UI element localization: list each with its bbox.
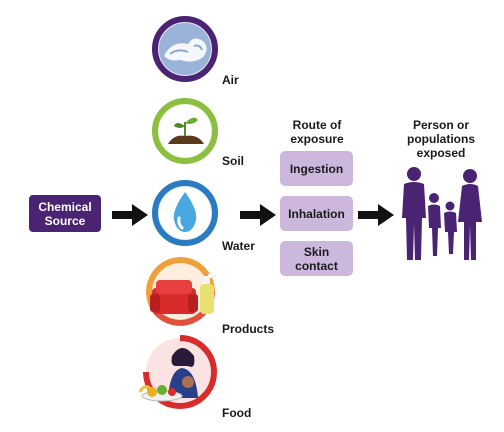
- route-label-ingestion: Ingestion: [289, 161, 344, 176]
- route-label-inhalation: Inhalation: [288, 206, 345, 221]
- route-box-skin-contact: Skin contact: [280, 241, 353, 276]
- water-drop-icon: [150, 178, 220, 248]
- media-label-water: Water: [222, 239, 255, 253]
- route-label-skin-contact: Skin contact: [295, 244, 338, 273]
- family-silhouette-icon: [400, 166, 484, 262]
- route-box-ingestion: Ingestion: [280, 151, 353, 186]
- chemical-source-box: Chemical Source: [29, 195, 101, 232]
- media-label-soil: Soil: [222, 154, 245, 168]
- arrow-right-icon: [112, 204, 148, 226]
- air-wind-icon: [150, 14, 220, 84]
- route-box-inhalation: Inhalation: [280, 196, 353, 231]
- media-label-air: Air: [222, 73, 239, 87]
- arrow-right-icon: [358, 204, 394, 226]
- chemical-source-label: Chemical Source: [38, 199, 92, 228]
- seedling-soil-icon: [150, 96, 220, 166]
- route-of-exposure-title: Route of exposure: [290, 118, 344, 146]
- arrow-right-icon: [240, 204, 276, 226]
- media-label-food: Food: [222, 406, 252, 420]
- media-label-products: Products: [222, 322, 275, 336]
- mother-child-food-icon: [136, 335, 218, 410]
- exposed-title: Person or populations exposed: [407, 118, 475, 160]
- sofa-spray-bottle-icon: [145, 257, 220, 332]
